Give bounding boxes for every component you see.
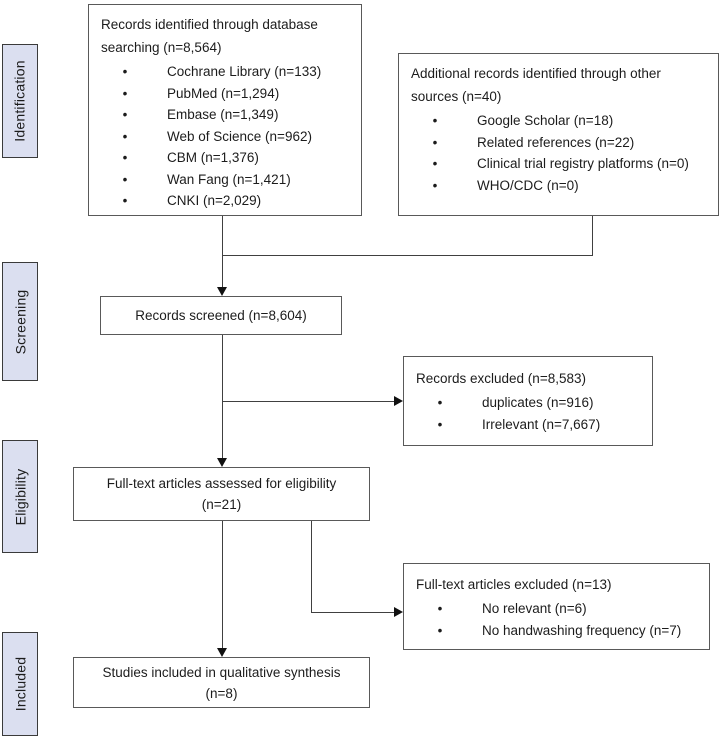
bullet-icon: • <box>122 150 128 165</box>
box-additional-records-title: Additional records identified through ot… <box>411 66 661 104</box>
bullet-item: • duplicates (n=916) <box>404 392 652 414</box>
connector-to-fulltext-excluded <box>311 612 394 613</box>
bullet-item: • No relevant (n=6) <box>404 598 709 620</box>
box-fulltext-assessed-line2: (n=21) <box>201 497 242 512</box>
bullet-icon: • <box>432 134 438 150</box>
stage-identification-label: Identification <box>12 60 29 142</box>
box-records-screened: Records screened (n=8,604) <box>100 296 342 335</box>
box-records-excluded-title: Records excluded (n=8,583) <box>416 371 586 386</box>
bullet-icon: • <box>437 622 443 638</box>
box-records-identified: Records identified through database sear… <box>88 4 362 216</box>
bullet-icon: • <box>122 107 128 122</box>
connector-additional-down <box>592 216 593 256</box>
bullet-icon: • <box>432 156 438 171</box>
box-records-excluded-list: • duplicates (n=916) • Irrelevant (n=7,667) <box>404 392 652 435</box>
bullet-label: No relevant (n=6) <box>482 601 587 616</box>
bullet-item: • CBM (n=1,376) <box>89 147 361 169</box>
bullet-item: • PubMed (n=1,294) <box>89 83 361 105</box>
bullet-label: Embase (n=1,349) <box>167 107 279 122</box>
box-records-excluded: Records excluded (n=8,583) • duplicates (… <box>403 356 653 446</box>
box-fulltext-excluded-list: • No relevant (n=6) • No handwashing freque… <box>404 598 709 641</box>
bullet-item: • Irrelevant (n=7,667) <box>404 414 652 436</box>
box-fulltext-excluded-title: Full-text articles excluded (n=13) <box>416 577 612 592</box>
bullet-item: • Clinical trial registry platforms (n=0) <box>399 153 718 175</box>
bullet-item: • Google Scholar (n=18) <box>399 110 718 132</box>
bullet-item: • Embase (n=1,349) <box>89 104 361 126</box>
box-fulltext-assessed-line1: Full-text articles assessed for eligibil… <box>106 476 337 491</box>
bullet-label: PubMed (n=1,294) <box>167 85 280 101</box>
bullet-item: • No handwashing frequency (n=7) <box>404 620 709 642</box>
bullet-label: CNKI (n=2,029) <box>167 193 262 208</box>
bullet-item: • CNKI (n=2,029) <box>89 190 361 212</box>
bullet-label: Google Scholar (n=18) <box>477 113 614 128</box>
arrowhead-to-records-excluded-icon <box>394 396 403 406</box>
bullet-item: • Cochrane Library (n=133) <box>89 61 361 83</box>
box-fulltext-assessed: Full-text articles assessed for eligibil… <box>73 467 370 521</box>
bullet-icon: • <box>437 416 443 432</box>
bullet-icon: • <box>122 64 128 79</box>
bullet-label: CBM (n=1,376) <box>167 150 259 165</box>
arrowhead-to-fulltext-icon <box>217 458 227 467</box>
box-studies-included-line2: (n=8) <box>205 685 238 701</box>
connector-screened-down <box>222 335 223 458</box>
stage-included: Included <box>2 632 38 736</box>
box-additional-records-list: • Google Scholar (n=18) • Related reference… <box>399 110 718 196</box>
connector-branch-down <box>311 521 312 613</box>
bullet-item: • WHO/CDC (n=0) <box>399 175 718 197</box>
stage-identification: Identification <box>2 44 38 158</box>
bullet-label: Wan Fang (n=1,421) <box>167 171 291 187</box>
bullet-label: duplicates (n=916) <box>482 395 594 410</box>
bullet-icon: • <box>122 85 128 101</box>
arrowhead-to-fulltext-excluded-icon <box>394 607 403 617</box>
stage-included-label: Included <box>12 656 28 712</box>
connector-merge-horizontal <box>222 255 593 256</box>
bullet-label: Clinical trial registry platforms (n=0) <box>477 156 689 171</box>
bullet-icon: • <box>432 177 438 193</box>
bullet-label: Web of Science (n=962) <box>167 128 312 144</box>
bullet-icon: • <box>122 171 128 187</box>
box-records-identified-title: Records identified through database sear… <box>101 17 318 55</box>
arrowhead-to-included-icon <box>217 648 227 657</box>
stage-eligibility-label: Eligibility <box>12 468 29 525</box>
stage-screening-label: Screening <box>12 289 28 354</box>
bullet-item: • Related references (n=22) <box>399 132 718 154</box>
bullet-item: • Wan Fang (n=1,421) <box>89 169 361 191</box>
bullet-label: No handwashing frequency (n=7) <box>482 622 682 638</box>
bullet-label: Cochrane Library (n=133) <box>167 64 322 79</box>
stage-eligibility: Eligibility <box>2 440 38 553</box>
box-fulltext-excluded: Full-text articles excluded (n=13) • No r… <box>403 563 710 650</box>
bullet-label: Irrelevant (n=7,667) <box>482 416 601 432</box>
bullet-icon: • <box>122 128 128 144</box>
bullet-item: • Web of Science (n=962) <box>89 126 361 148</box>
bullet-label: Related references (n=22) <box>477 134 635 150</box>
box-studies-included: Studies included in qualitative synthesi… <box>73 657 370 708</box>
connector-to-records-excluded <box>222 401 394 402</box>
box-records-identified-list: • Cochrane Library (n=133) • PubMed (n=1,29… <box>89 61 361 212</box>
box-studies-included-line1: Studies included in qualitative synthesi… <box>102 664 341 680</box>
bullet-icon: • <box>437 395 443 410</box>
bullet-icon: • <box>122 193 128 208</box>
arrowhead-to-screened-icon <box>217 287 227 296</box>
bullet-label: WHO/CDC (n=0) <box>477 177 579 193</box>
bullet-icon: • <box>432 113 438 128</box>
connector-identified-down <box>222 216 223 288</box>
box-additional-records: Additional records identified through ot… <box>398 53 719 216</box>
stage-screening: Screening <box>2 262 38 381</box>
bullet-icon: • <box>437 601 443 616</box>
box-records-screened-title: Records screened (n=8,604) <box>135 308 307 323</box>
connector-fulltext-down <box>222 521 223 648</box>
